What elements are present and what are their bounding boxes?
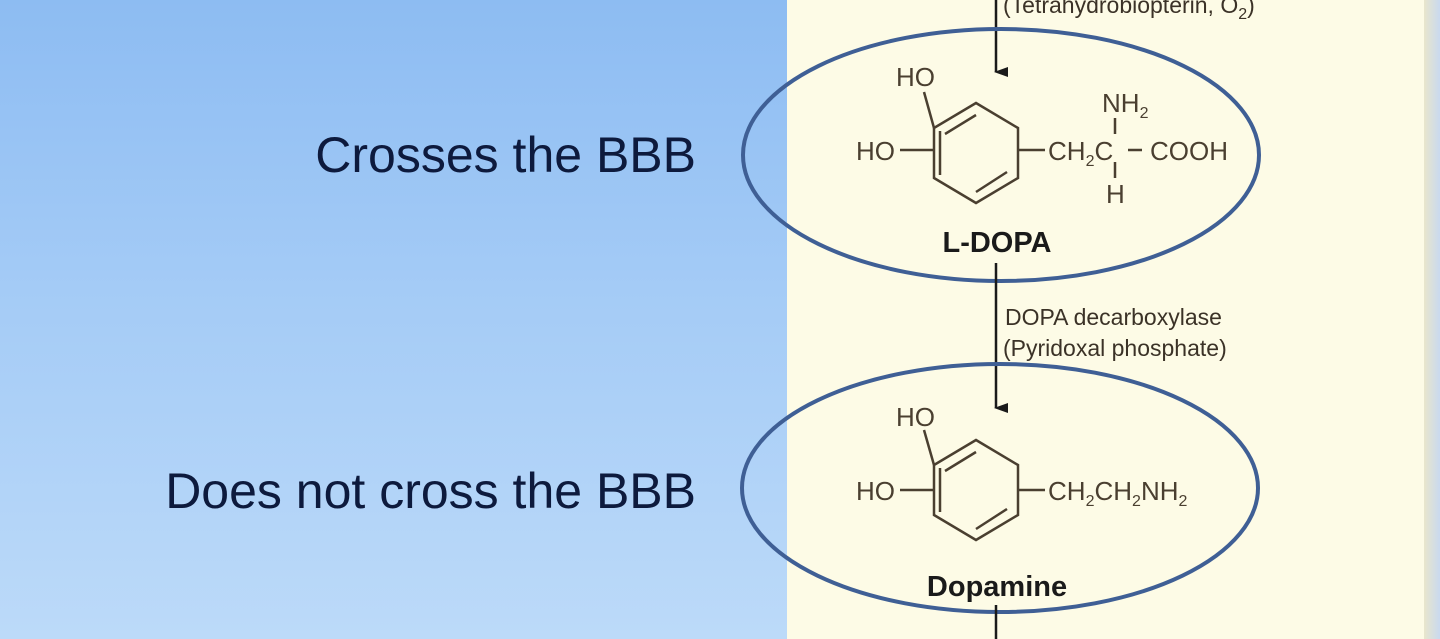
dopamine-ho-left: HO (856, 476, 895, 506)
dopamine-ho-top: HO (896, 402, 935, 432)
label-does-not-cross-bbb: Does not cross the BBB (165, 463, 696, 519)
ldopa-ho-left: HO (856, 136, 895, 166)
panel-edge (1424, 0, 1440, 639)
label-crosses-bbb: Crosses the BBB (315, 127, 696, 183)
ldopa-nh2: NH2 (1102, 88, 1149, 122)
ldopa-ellipse (741, 27, 1261, 283)
dopamine-ellipse (740, 362, 1260, 614)
enzyme-dopa-decarboxylase: DOPA decarboxylase (1005, 304, 1222, 330)
dopamine-name: Dopamine (927, 571, 1067, 603)
ldopa-h: H (1106, 179, 1125, 209)
ldopa-ho-top: HO (896, 62, 935, 92)
top-cofactor-text: (Tetrahydrobiopterin, O2) (1003, 0, 1255, 23)
ldopa-name: L-DOPA (942, 227, 1051, 259)
dopamine-structure (900, 429, 1045, 542)
pathway-panel (787, 0, 1424, 639)
ldopa-chain: CH2C (1048, 136, 1113, 170)
ldopa-cooh: COOH (1150, 136, 1228, 166)
ldopa-structure (900, 91, 1142, 205)
cofactor-pyridoxal-phosphate: (Pyridoxal phosphate) (1003, 335, 1227, 361)
dopamine-chain: CH2CH2NH2 (1048, 476, 1188, 510)
